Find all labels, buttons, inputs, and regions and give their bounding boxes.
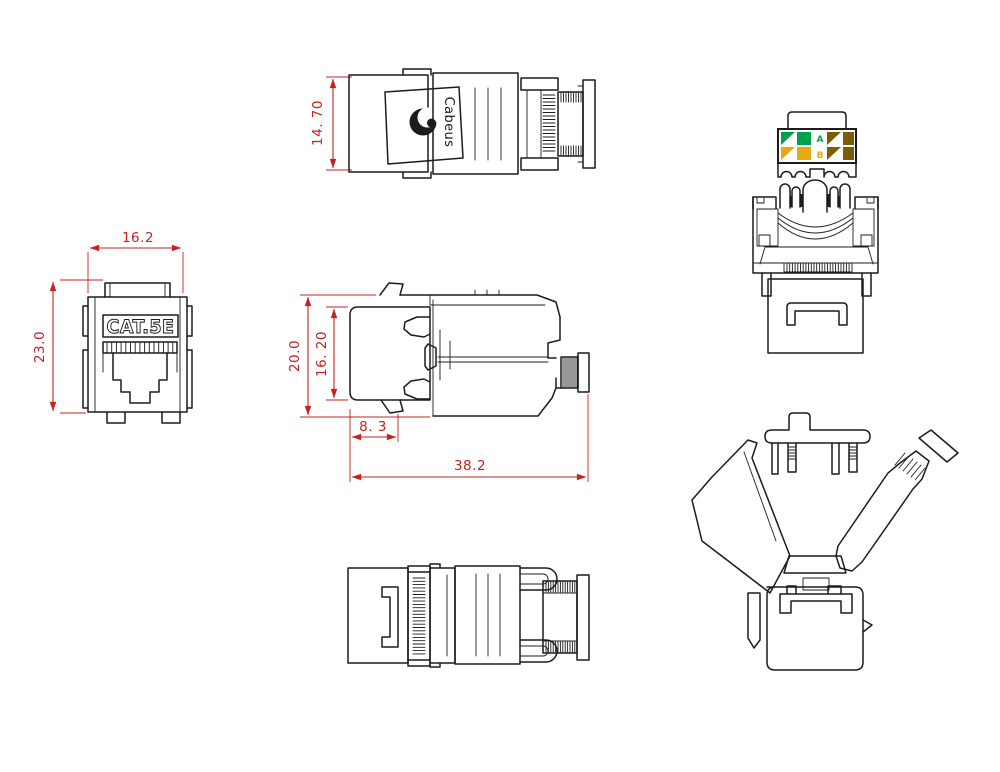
cap-tab-top bbox=[379, 282, 404, 296]
feet bbox=[106, 411, 181, 424]
category-label: CAT.5E bbox=[107, 316, 175, 338]
view-side: 20.0 16. 20 8. 3 38.2 bbox=[287, 282, 590, 482]
bottom-contact-comb bbox=[412, 577, 426, 655]
open-neck bbox=[783, 555, 847, 574]
bottom-handle bbox=[381, 586, 399, 648]
logo-text: Cabeus bbox=[441, 97, 456, 148]
category-plate bbox=[102, 314, 179, 338]
front-housing-side bbox=[349, 306, 431, 401]
open-left-strip bbox=[747, 592, 761, 649]
dim-extension-lines bbox=[326, 76, 352, 171]
open-left-wing bbox=[691, 439, 791, 594]
rear-handle bbox=[786, 302, 848, 326]
latch-nub bbox=[424, 343, 437, 371]
idc-towers bbox=[779, 179, 851, 213]
dim-label-top-height: 14. 70 bbox=[310, 100, 326, 146]
open-shoulder bbox=[779, 593, 853, 614]
view-top-plan: 14. 70 Cabeus bbox=[310, 68, 596, 179]
row-b-letter: B bbox=[817, 151, 824, 161]
bottom-front-housing bbox=[347, 567, 409, 664]
latch-hook-bottom bbox=[403, 378, 431, 400]
latch-hooks-bottom-view bbox=[519, 567, 558, 663]
wiring-color-label: A B bbox=[777, 128, 857, 164]
cap-tab-bottom bbox=[380, 399, 404, 414]
mounting-rails bbox=[82, 305, 193, 409]
dim-label-front-width: 16.2 bbox=[122, 230, 154, 246]
front-face bbox=[87, 296, 188, 413]
dim-label-side-height: 20.0 bbox=[287, 340, 303, 372]
cap-castellation bbox=[777, 162, 857, 178]
plug-nose-top bbox=[557, 91, 584, 157]
open-wire-cap bbox=[764, 412, 871, 444]
dim-label-front-depth: 8. 3 bbox=[359, 419, 387, 435]
wire-cap-legs bbox=[771, 442, 858, 475]
open-right-wing bbox=[835, 450, 930, 572]
view-front: 16.2 23.0 CAT.5E bbox=[32, 230, 193, 424]
cable-saddle-arcs bbox=[777, 212, 854, 240]
dust-cap bbox=[104, 282, 171, 298]
logo-plate bbox=[384, 86, 464, 165]
dim-label-total-depth: 38.2 bbox=[454, 458, 486, 474]
open-main-body bbox=[766, 586, 864, 671]
latch-hook-top bbox=[403, 316, 431, 338]
rear-contact-comb bbox=[786, 263, 850, 272]
top-view-body bbox=[432, 72, 519, 175]
row-a-letter: A bbox=[817, 135, 824, 145]
right-wing-cap bbox=[918, 429, 959, 463]
view-open bbox=[691, 412, 959, 671]
idc-frame bbox=[752, 196, 879, 274]
top-view-front-housing bbox=[348, 74, 429, 173]
contact-comb bbox=[542, 94, 556, 152]
dim-label-side-inner-height: 16. 20 bbox=[314, 331, 330, 377]
wire-cap-top bbox=[787, 111, 847, 130]
dim-label-front-height: 23.0 bbox=[32, 331, 48, 363]
bottom-body bbox=[454, 565, 521, 665]
rear-body bbox=[767, 278, 864, 354]
rj45-socket-opening bbox=[112, 352, 168, 404]
view-bottom bbox=[347, 563, 590, 668]
view-rear-idc: A B bbox=[752, 111, 879, 354]
